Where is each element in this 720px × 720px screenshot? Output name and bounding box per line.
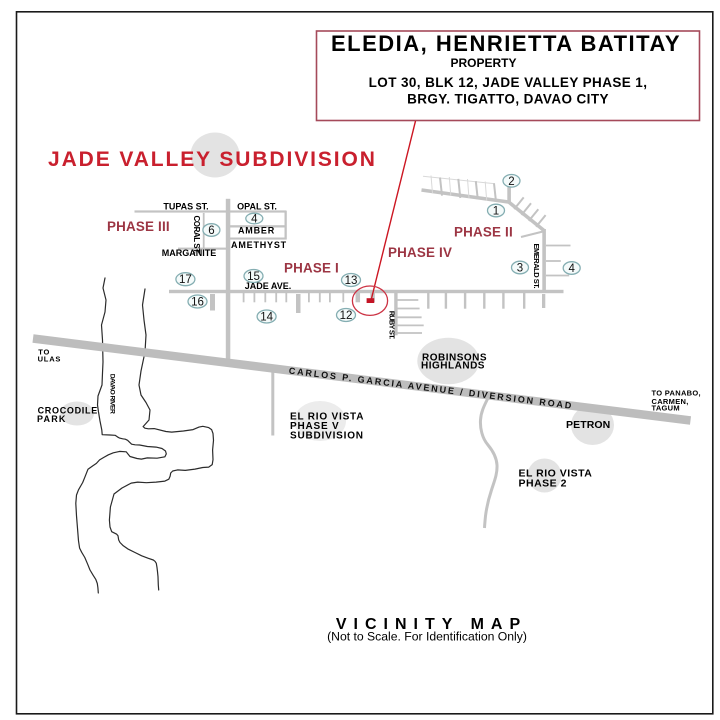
svg-text:CORAL ST.: CORAL ST.: [192, 215, 201, 253]
svg-text:17: 17: [179, 274, 192, 286]
svg-text:CROCODILE: CROCODILE: [38, 406, 98, 416]
svg-text:PHASE II: PHASE II: [454, 225, 513, 240]
svg-text:12: 12: [340, 310, 353, 322]
svg-text:PHASE 2: PHASE 2: [519, 478, 567, 490]
svg-text:RUBY ST.: RUBY ST.: [388, 311, 397, 339]
svg-text:ULAS: ULAS: [38, 355, 62, 364]
svg-text:MARGANITE: MARGANITE: [162, 248, 217, 258]
svg-text:ROBINSONS: ROBINSONS: [422, 352, 487, 363]
svg-text:VICINITY MAP: VICINITY MAP: [336, 616, 527, 633]
svg-text:PHASE I: PHASE I: [284, 261, 339, 276]
svg-text:TO: TO: [38, 348, 50, 357]
svg-text:EL RIO VISTA: EL RIO VISTA: [519, 468, 593, 480]
svg-text:LOT 30, BLK 12, JADE VALLEY PH: LOT 30, BLK 12, JADE VALLEY PHASE 1,: [369, 75, 648, 90]
svg-text:PARK: PARK: [37, 414, 67, 424]
svg-text:OPAL ST.: OPAL ST.: [237, 201, 277, 211]
svg-text:PHASE IV: PHASE IV: [388, 245, 452, 260]
svg-text:13: 13: [345, 275, 358, 287]
svg-text:JADE AVE.: JADE AVE.: [245, 281, 292, 291]
svg-text:(Not to Scale. For Identificat: (Not to Scale. For Identification Only): [327, 630, 527, 644]
svg-text:1: 1: [493, 206, 499, 218]
svg-text:PROPERTY: PROPERTY: [450, 56, 516, 70]
svg-text:PETRON: PETRON: [566, 419, 610, 431]
svg-text:16: 16: [191, 297, 204, 309]
svg-text:TAGUM: TAGUM: [652, 404, 680, 413]
svg-text:EMERALD ST.: EMERALD ST.: [532, 244, 541, 289]
svg-text:DAVAO RIVER: DAVAO RIVER: [109, 374, 116, 414]
svg-text:JADE VALLEY SUBDIVISION: JADE VALLEY SUBDIVISION: [48, 148, 377, 171]
svg-text:2: 2: [508, 176, 514, 188]
svg-text:EL RIO VISTA: EL RIO VISTA: [290, 411, 364, 422]
svg-text:14: 14: [260, 312, 273, 324]
svg-text:ELEDIA, HENRIETTA BATITAY: ELEDIA, HENRIETTA BATITAY: [331, 31, 681, 56]
svg-text:PHASE V: PHASE V: [290, 421, 340, 432]
svg-text:TUPAS ST.: TUPAS ST.: [163, 202, 208, 212]
svg-text:CARMEN,: CARMEN,: [652, 397, 689, 406]
svg-text:4: 4: [251, 214, 258, 226]
svg-text:BRGY. TIGATTO, DAVAO CITY: BRGY. TIGATTO, DAVAO CITY: [407, 92, 609, 107]
svg-text:TO PANABO,: TO PANABO,: [652, 389, 701, 398]
svg-text:3: 3: [517, 263, 523, 275]
svg-text:SUBDIVISION: SUBDIVISION: [290, 431, 364, 442]
svg-text:AMETHYST: AMETHYST: [231, 240, 287, 250]
svg-text:4: 4: [568, 263, 575, 275]
svg-text:6: 6: [208, 225, 214, 237]
svg-text:AMBER: AMBER: [238, 225, 275, 235]
svg-text:HIGHLANDS: HIGHLANDS: [421, 361, 485, 372]
svg-text:15: 15: [247, 271, 260, 283]
svg-text:PHASE III: PHASE III: [107, 219, 170, 234]
